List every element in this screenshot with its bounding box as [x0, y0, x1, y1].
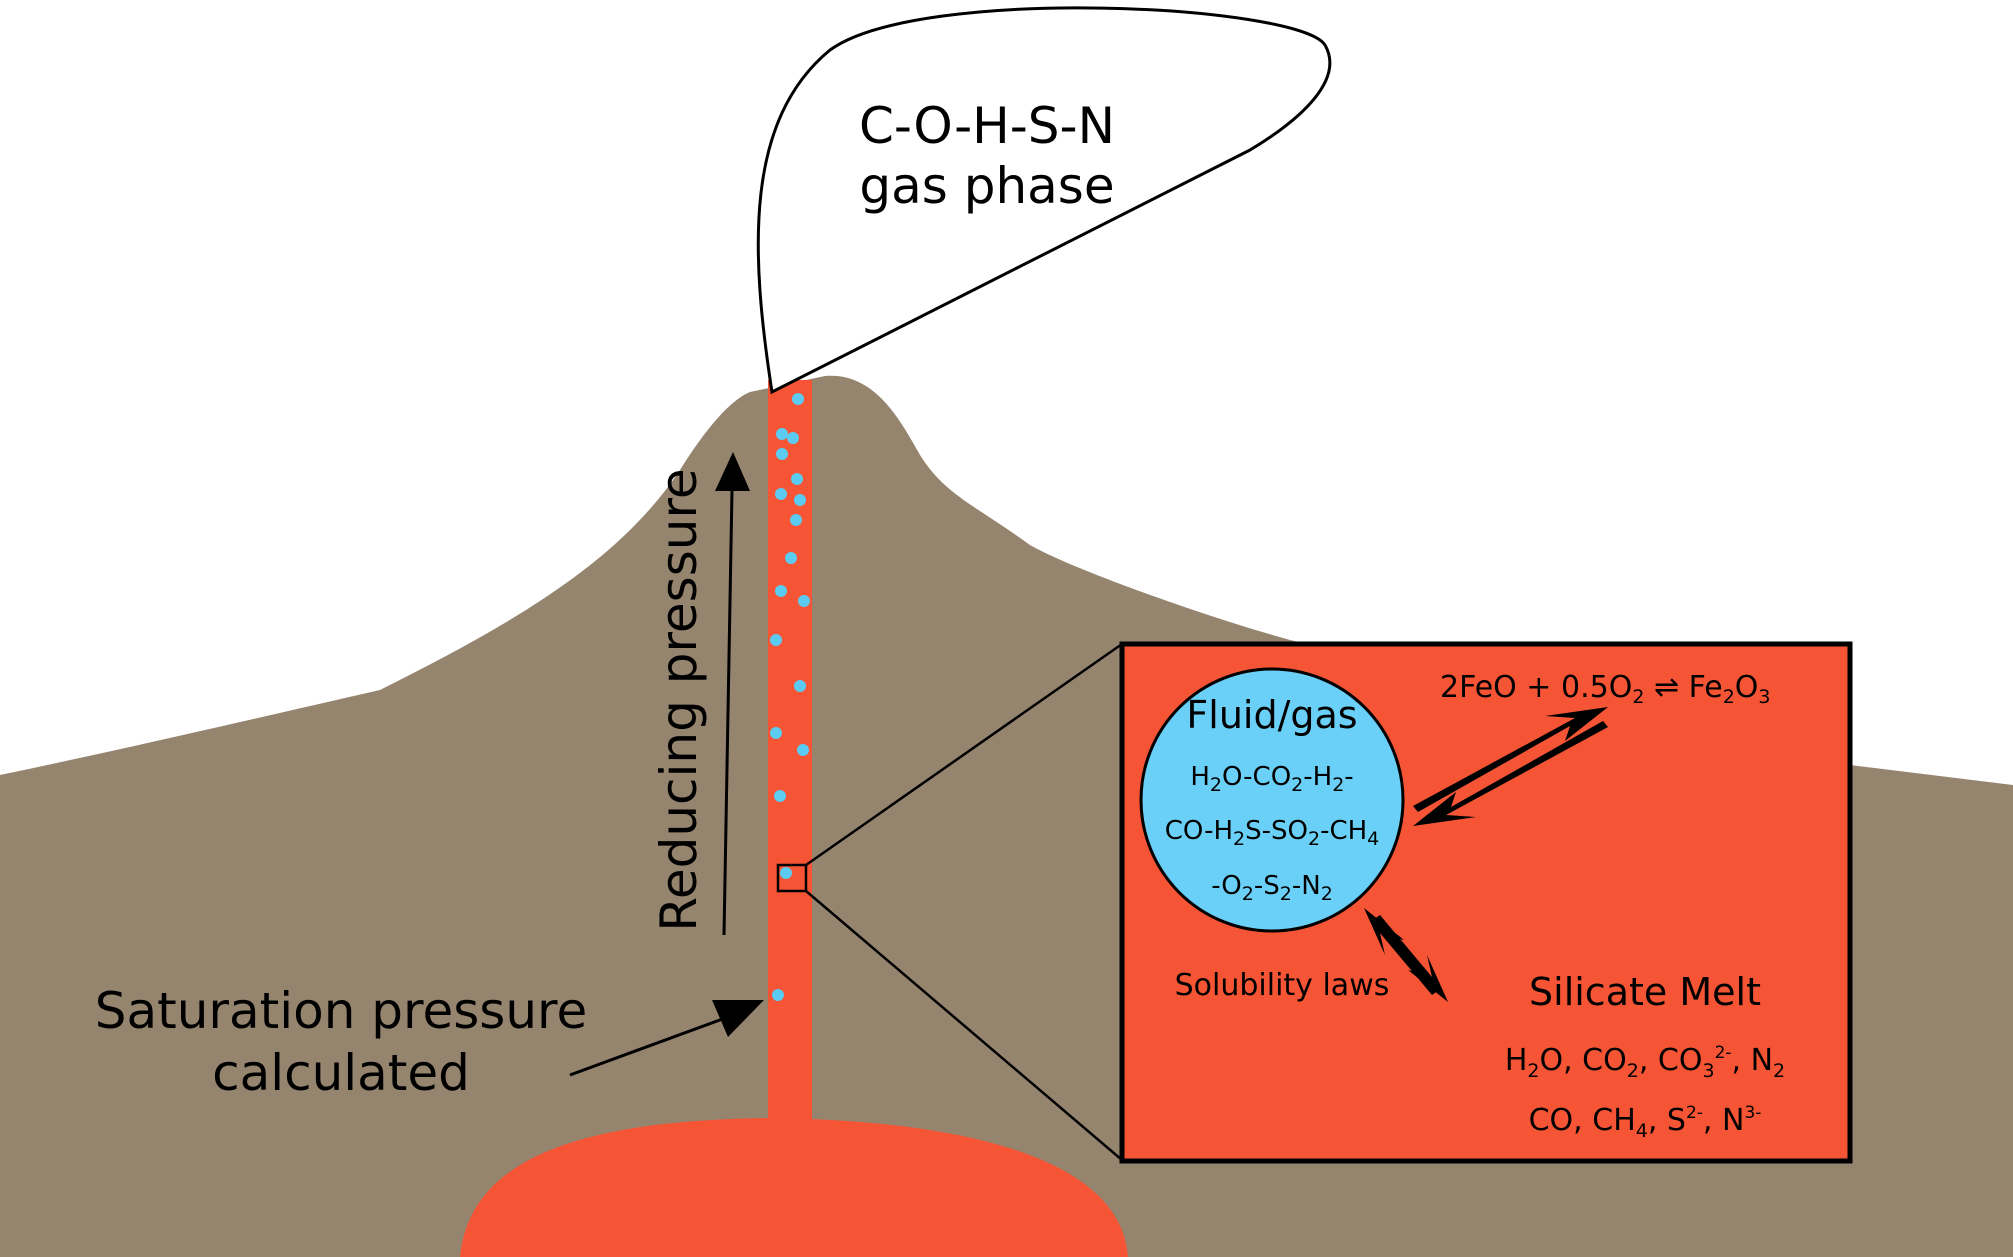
gas-bubble [770, 634, 782, 646]
solubility-equilibrium-arrows [1364, 908, 1448, 1002]
gas-bubbles [770, 393, 810, 1001]
gas-bubble [776, 428, 788, 440]
gas-bubble [780, 867, 792, 879]
solubility-laws-label: Solubility laws [1175, 968, 1390, 1003]
silicate-melt-title: Silicate Melt [1529, 970, 1761, 1014]
gas-bubble [790, 514, 802, 526]
fluid-gas-title: Fluid/gas [1186, 693, 1357, 737]
saturation-arrow [569, 1015, 729, 1077]
zoom-line-bottom [805, 890, 1123, 1161]
reducing-pressure-arrow [722, 489, 734, 936]
gas-bubble [776, 448, 788, 460]
gas-bubble [798, 595, 810, 607]
gas-plume [756, 6, 1332, 395]
gas-bubble [794, 494, 806, 506]
gas-bubble [775, 585, 787, 597]
solubility-arrow-backward [1364, 908, 1439, 995]
saturation-arrowhead [712, 1000, 764, 1037]
gas-bubble [794, 680, 806, 692]
saturation-label-line2: calculated [212, 1044, 470, 1102]
gas-bubble [770, 727, 782, 739]
zoom-marker [776, 863, 808, 893]
gas-bubble [792, 393, 804, 405]
gas-bubble [797, 744, 809, 756]
redox-arrow-forward [1413, 707, 1608, 812]
redox-reaction: 2FeO + 0.5O2 ⇌ Fe2O3 [1440, 670, 1771, 708]
fluid-gas-circle [1139, 667, 1405, 933]
gas-bubble [775, 488, 787, 500]
redox-arrow-backward [1413, 721, 1608, 826]
redox-equilibrium-arrows [1413, 707, 1608, 826]
reducing-pressure-label: Reducing pressure [650, 468, 708, 931]
gas-bubble [785, 552, 797, 564]
magma-chamber [460, 1118, 1128, 1257]
gas-bubble [787, 432, 799, 444]
fluid-species-line1: H2O-CO2-H2- [1190, 762, 1353, 796]
gas-bubble [774, 790, 786, 802]
gas-plume-label-line1: C-O-H-S-N [859, 97, 1115, 155]
fluid-species-line2: CO-H2S-SO2-CH4 [1165, 816, 1380, 850]
gas-plume-label-line2: gas phase [859, 157, 1114, 215]
zoom-line-top [805, 642, 1123, 867]
saturation-label-line1: Saturation pressure [95, 982, 588, 1040]
reducing-pressure-arrowhead [715, 452, 750, 491]
gas-bubble [791, 473, 803, 485]
gas-bubble [772, 989, 784, 1001]
fluid-species-line3: -O2-S2-N2 [1211, 871, 1333, 905]
melt-species-line1: H2O, CO2, CO32-, N2 [1505, 1043, 1785, 1082]
